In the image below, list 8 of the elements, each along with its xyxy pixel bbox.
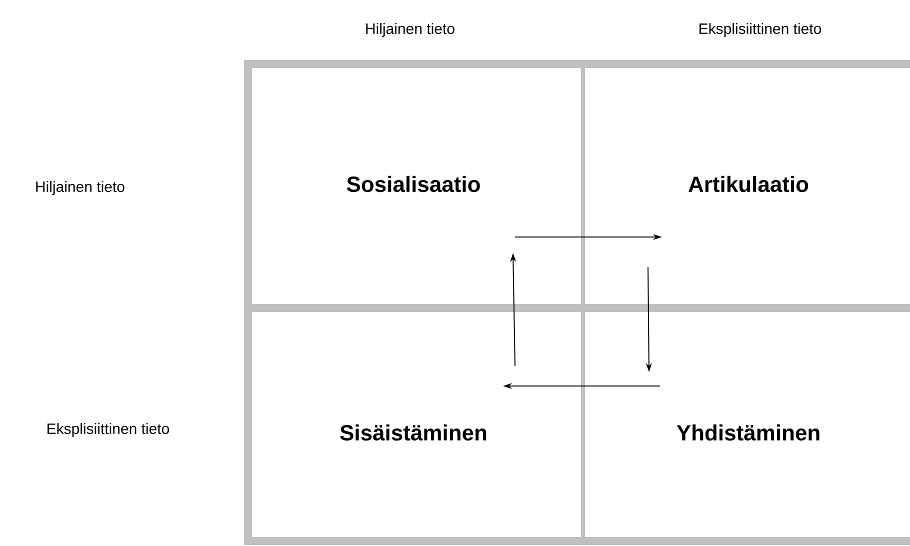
column-header: Hiljainen tieto [366,23,454,37]
quadrant-cell: Sosialisaatio [244,60,583,308]
quadrant-cell: Artikulaatio [583,60,910,308]
row-header: Eksplisiittinen tieto [48,423,170,437]
column-header: Eksplisiittinen tieto [700,23,822,37]
quadrant-cell: Yhdistäminen [583,308,910,545]
row-header: Hiljainen tieto [36,181,124,195]
quadrant-cell: Sisäistäminen [244,308,583,545]
